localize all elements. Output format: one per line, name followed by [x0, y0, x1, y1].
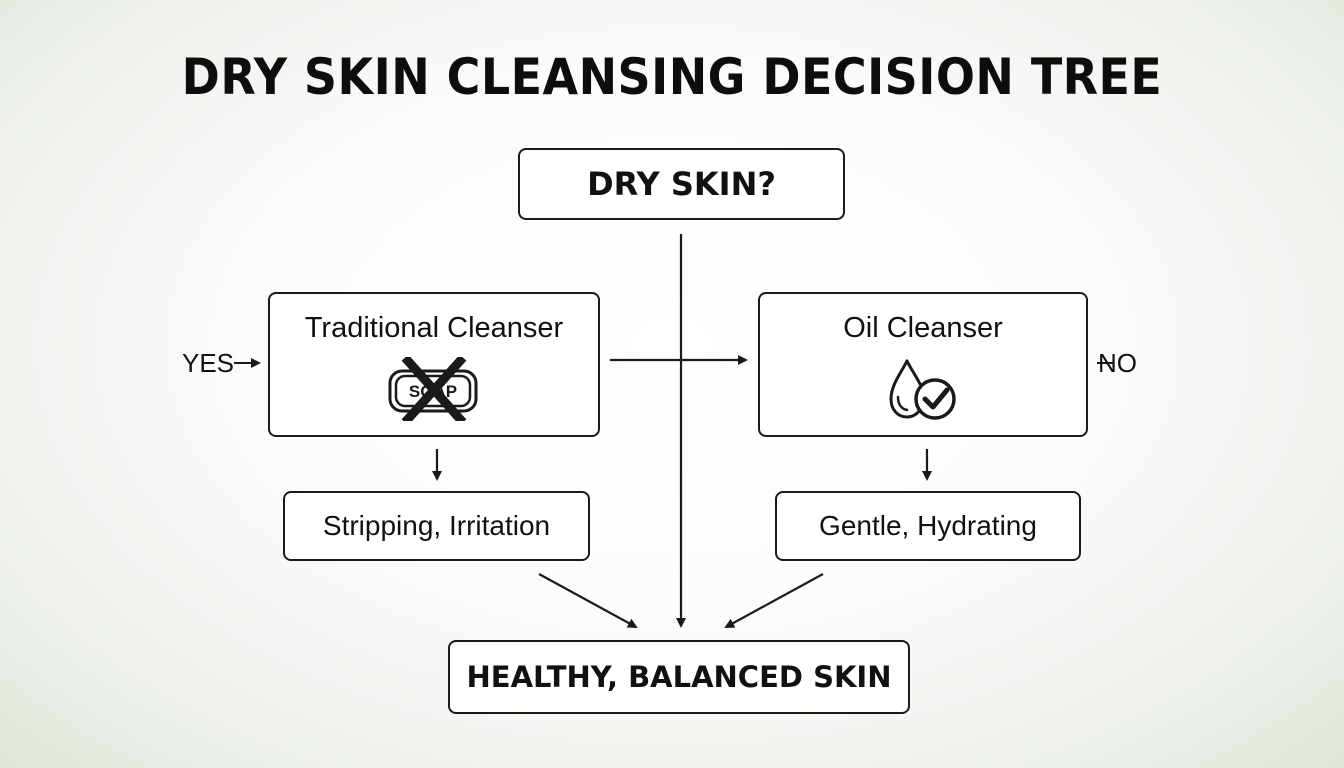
- gentle-hydrating-label: Gentle, Hydrating: [819, 510, 1037, 541]
- diagram-title: DRY SKIN CLEANSING DECISION TREE: [181, 48, 1163, 106]
- gentle-hydrating-node: Gentle, Hydrating: [775, 491, 1081, 561]
- oil-cleanser-label: Oil Cleanser: [843, 312, 1003, 344]
- stripping-irritation-node: Stripping, Irritation: [283, 491, 590, 561]
- crossed-out-soap-icon: SOAP: [386, 354, 482, 429]
- root-question-node: DRY SKIN?: [518, 148, 845, 220]
- root-question-label: DRY SKIN?: [587, 165, 776, 203]
- no-branch-label: NO: [1098, 348, 1137, 378]
- right-effect-to-result-arrow: [724, 573, 824, 628]
- stripping-irritation-label: Stripping, Irritation: [322, 510, 551, 541]
- result-label: HEALTHY, BALANCED SKIN: [466, 660, 892, 694]
- yes-branch-label: YES: [182, 348, 235, 378]
- left-effect-to-result-arrow: [538, 573, 638, 628]
- oil-drop-checkmark-icon: [883, 357, 963, 429]
- traditional-cleanser-label: Traditional Cleanser: [304, 312, 564, 344]
- traditional-cleanser-node: Traditional Cleanser SOAP: [268, 292, 600, 437]
- oil-cleanser-node: Oil Cleanser: [758, 292, 1088, 437]
- result-node: HEALTHY, BALANCED SKIN: [448, 640, 910, 714]
